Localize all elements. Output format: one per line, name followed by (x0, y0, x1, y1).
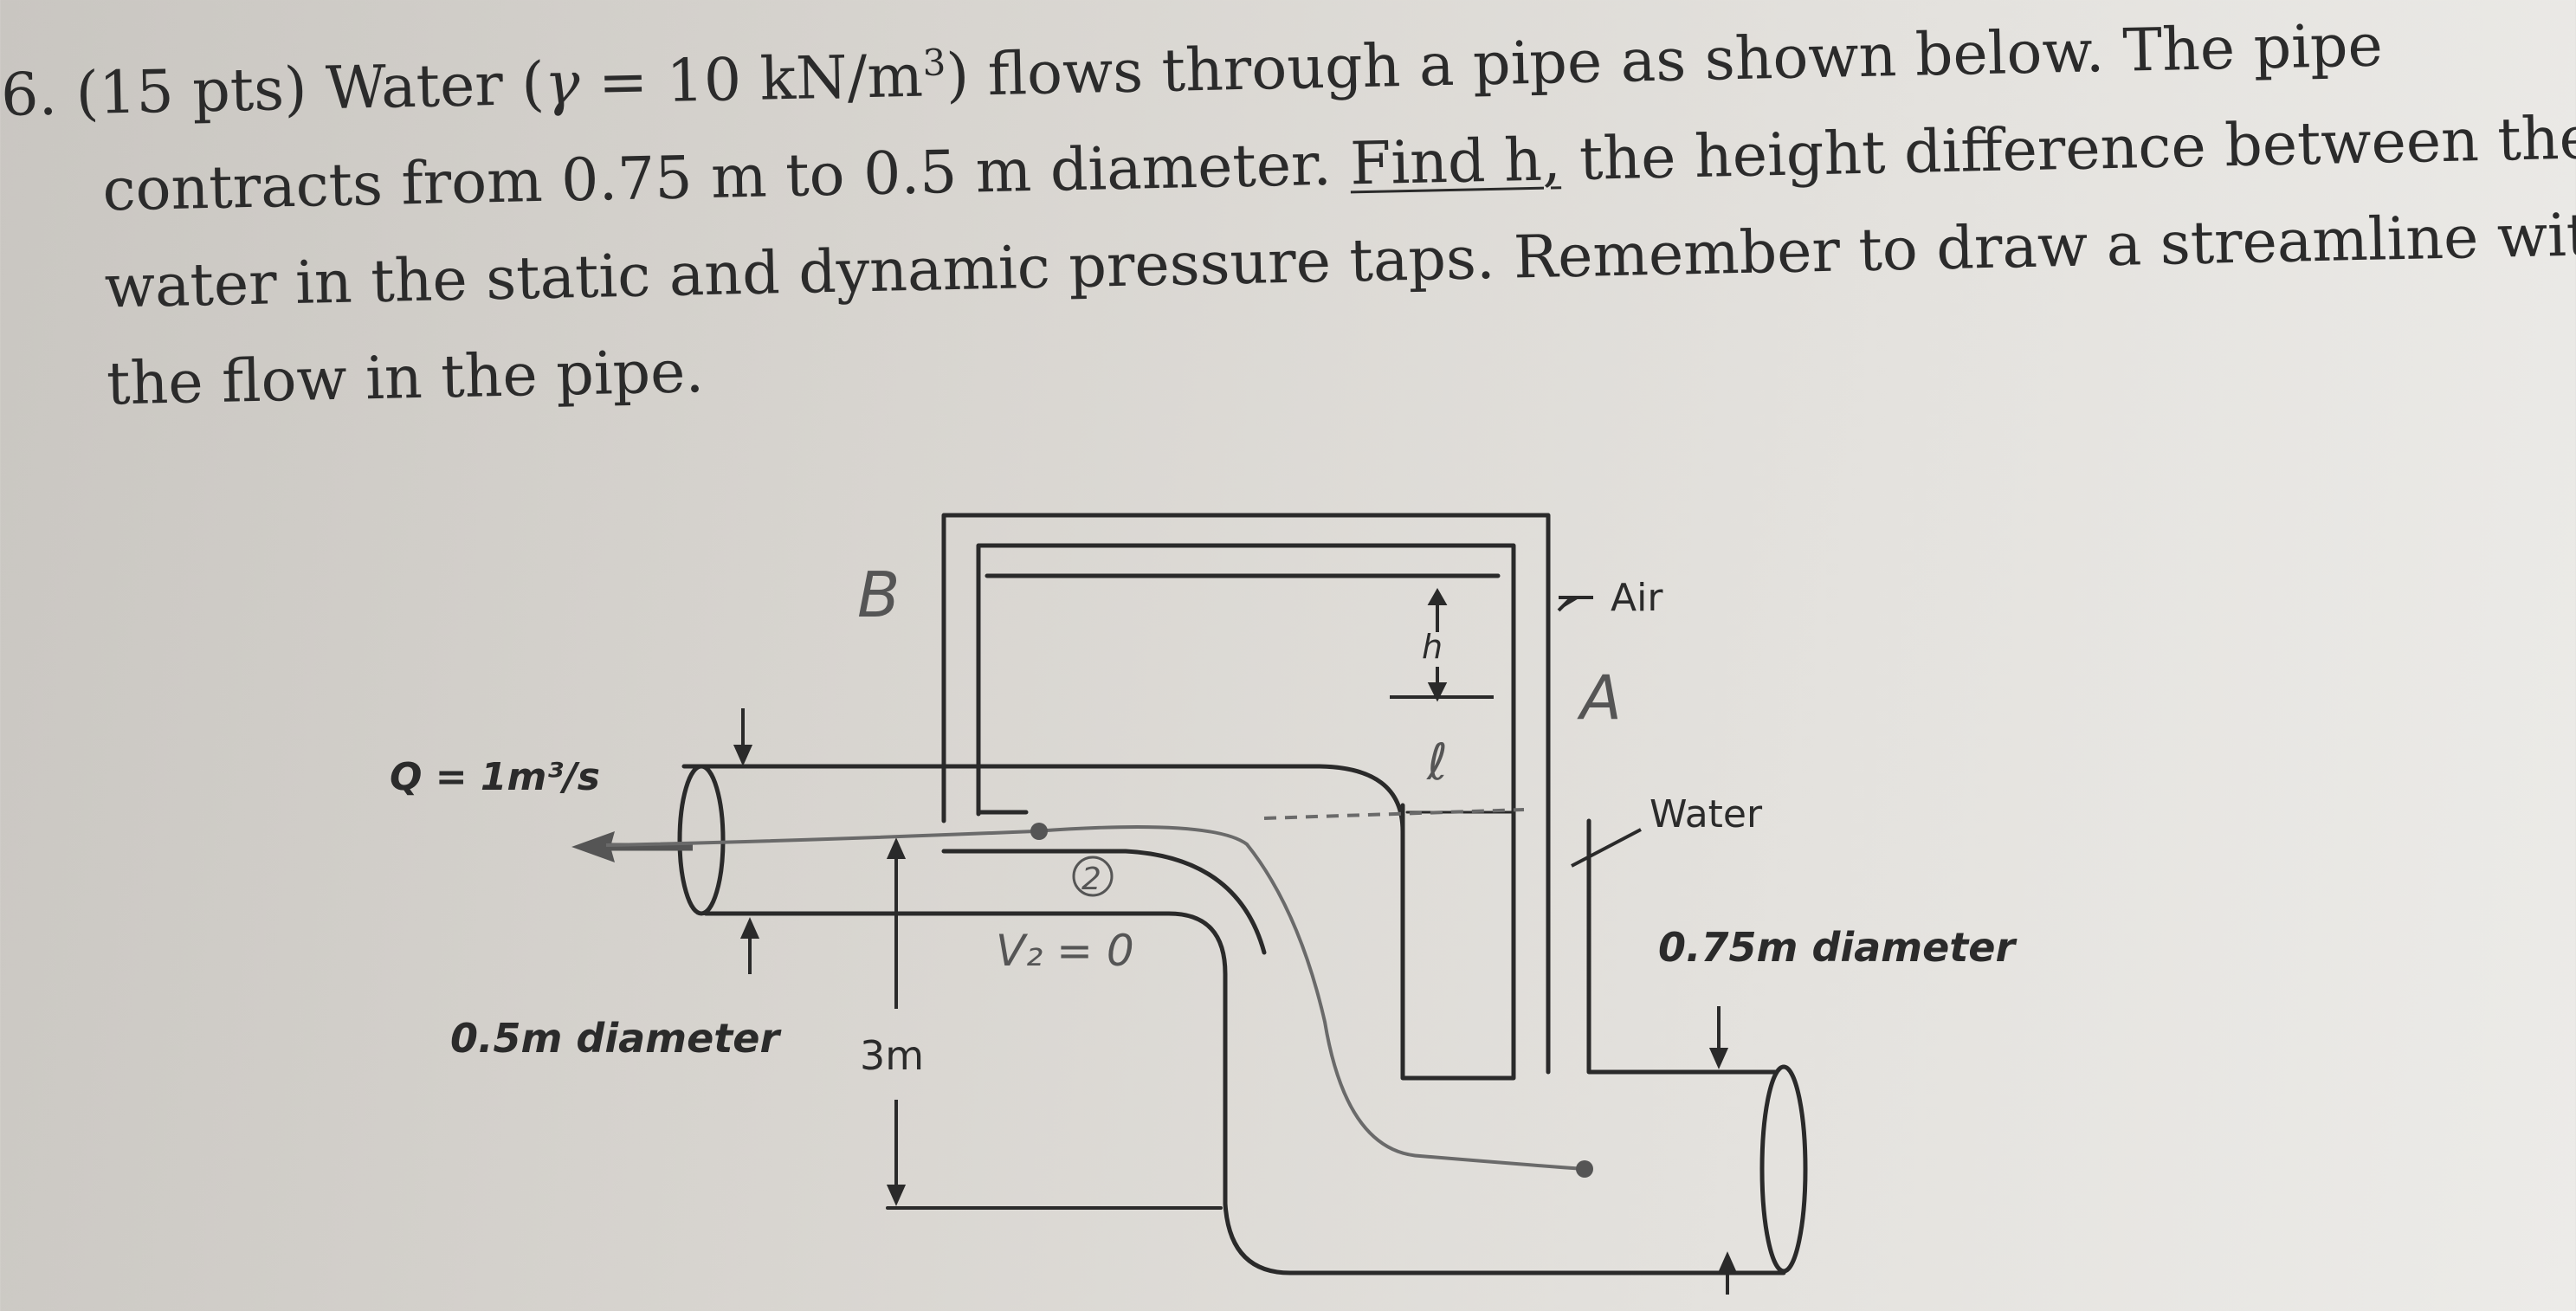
large-pipe-end (1759, 1064, 1808, 1274)
small-pipe-bottom-wall (703, 911, 1228, 1206)
handwritten-l: ℓ (1426, 733, 1448, 791)
large-pipe-outer-wall (941, 849, 1786, 1275)
flow-rate-label: Q = 1m³/s (390, 755, 600, 799)
elevation-label: 3m (860, 1032, 924, 1079)
handwritten-v2: V₂ = 0 (996, 926, 1134, 976)
point-2-dot (1030, 823, 1048, 840)
water-label: Water (1650, 792, 1763, 836)
flow-arrow (571, 831, 693, 862)
streamline (605, 825, 1585, 1171)
air-label: Air (1611, 576, 1663, 620)
large-diameter-label: 0.75m diameter (1658, 924, 2018, 971)
handwritten-b: B (857, 559, 900, 631)
streamline-dashed (1263, 808, 1525, 820)
h-label: h (1422, 628, 1443, 666)
small-pipe-top-wall (681, 764, 1405, 834)
handwritten-a: A (1577, 662, 1622, 733)
point-a-dot (1576, 1160, 1593, 1178)
small-pipe-end (677, 764, 726, 916)
handwritten-point-2: 2 (1081, 862, 1101, 897)
small-diameter-label: 0.5m diameter (450, 1015, 782, 1062)
manometer-outer-wall (941, 513, 1778, 1075)
